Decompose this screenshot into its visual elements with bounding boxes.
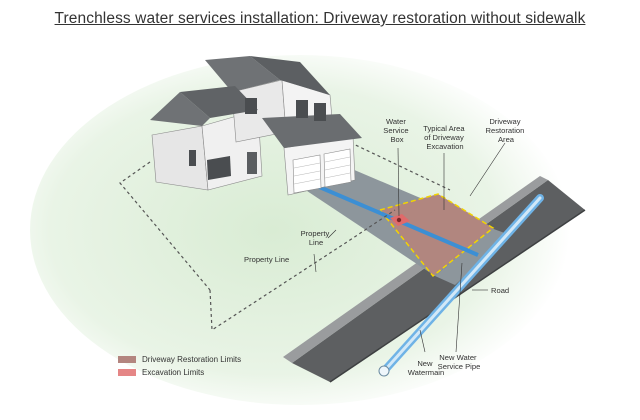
new-watermain-label: New Watermain [408,359,444,377]
property-line-label: Property Line [244,255,289,264]
new-service-pipe-label: New Water Service Pipe [438,353,481,371]
water-service-box-label: Water Service Box [383,117,410,144]
property-lines [119,139,451,332]
driveway-apron [435,228,510,285]
road-label: Road [491,286,509,295]
legend-swatch-excavation [118,369,136,376]
legend-swatch-restoration [118,356,136,363]
diagram-title: Trenchless water services installation: … [54,10,586,27]
legend-label-restoration: Driveway Restoration Limits [142,355,242,364]
legend-label-excavation: Excavation Limits [142,368,205,377]
legend-item-excavation: Excavation Limits [118,368,204,377]
driveway-restoration-area [378,193,495,278]
typical-area-label: Typical Area of Driveway Excavation [423,124,467,151]
house [150,56,362,196]
leader-lines [313,142,506,353]
water-service-box [396,217,402,223]
new-watermain [378,194,544,377]
restoration-area-label: Driveway Restoration Area [486,117,527,144]
legend-item-restoration: Driveway Restoration Limits [118,355,241,364]
property-line-label-2: Property Line [301,229,332,247]
